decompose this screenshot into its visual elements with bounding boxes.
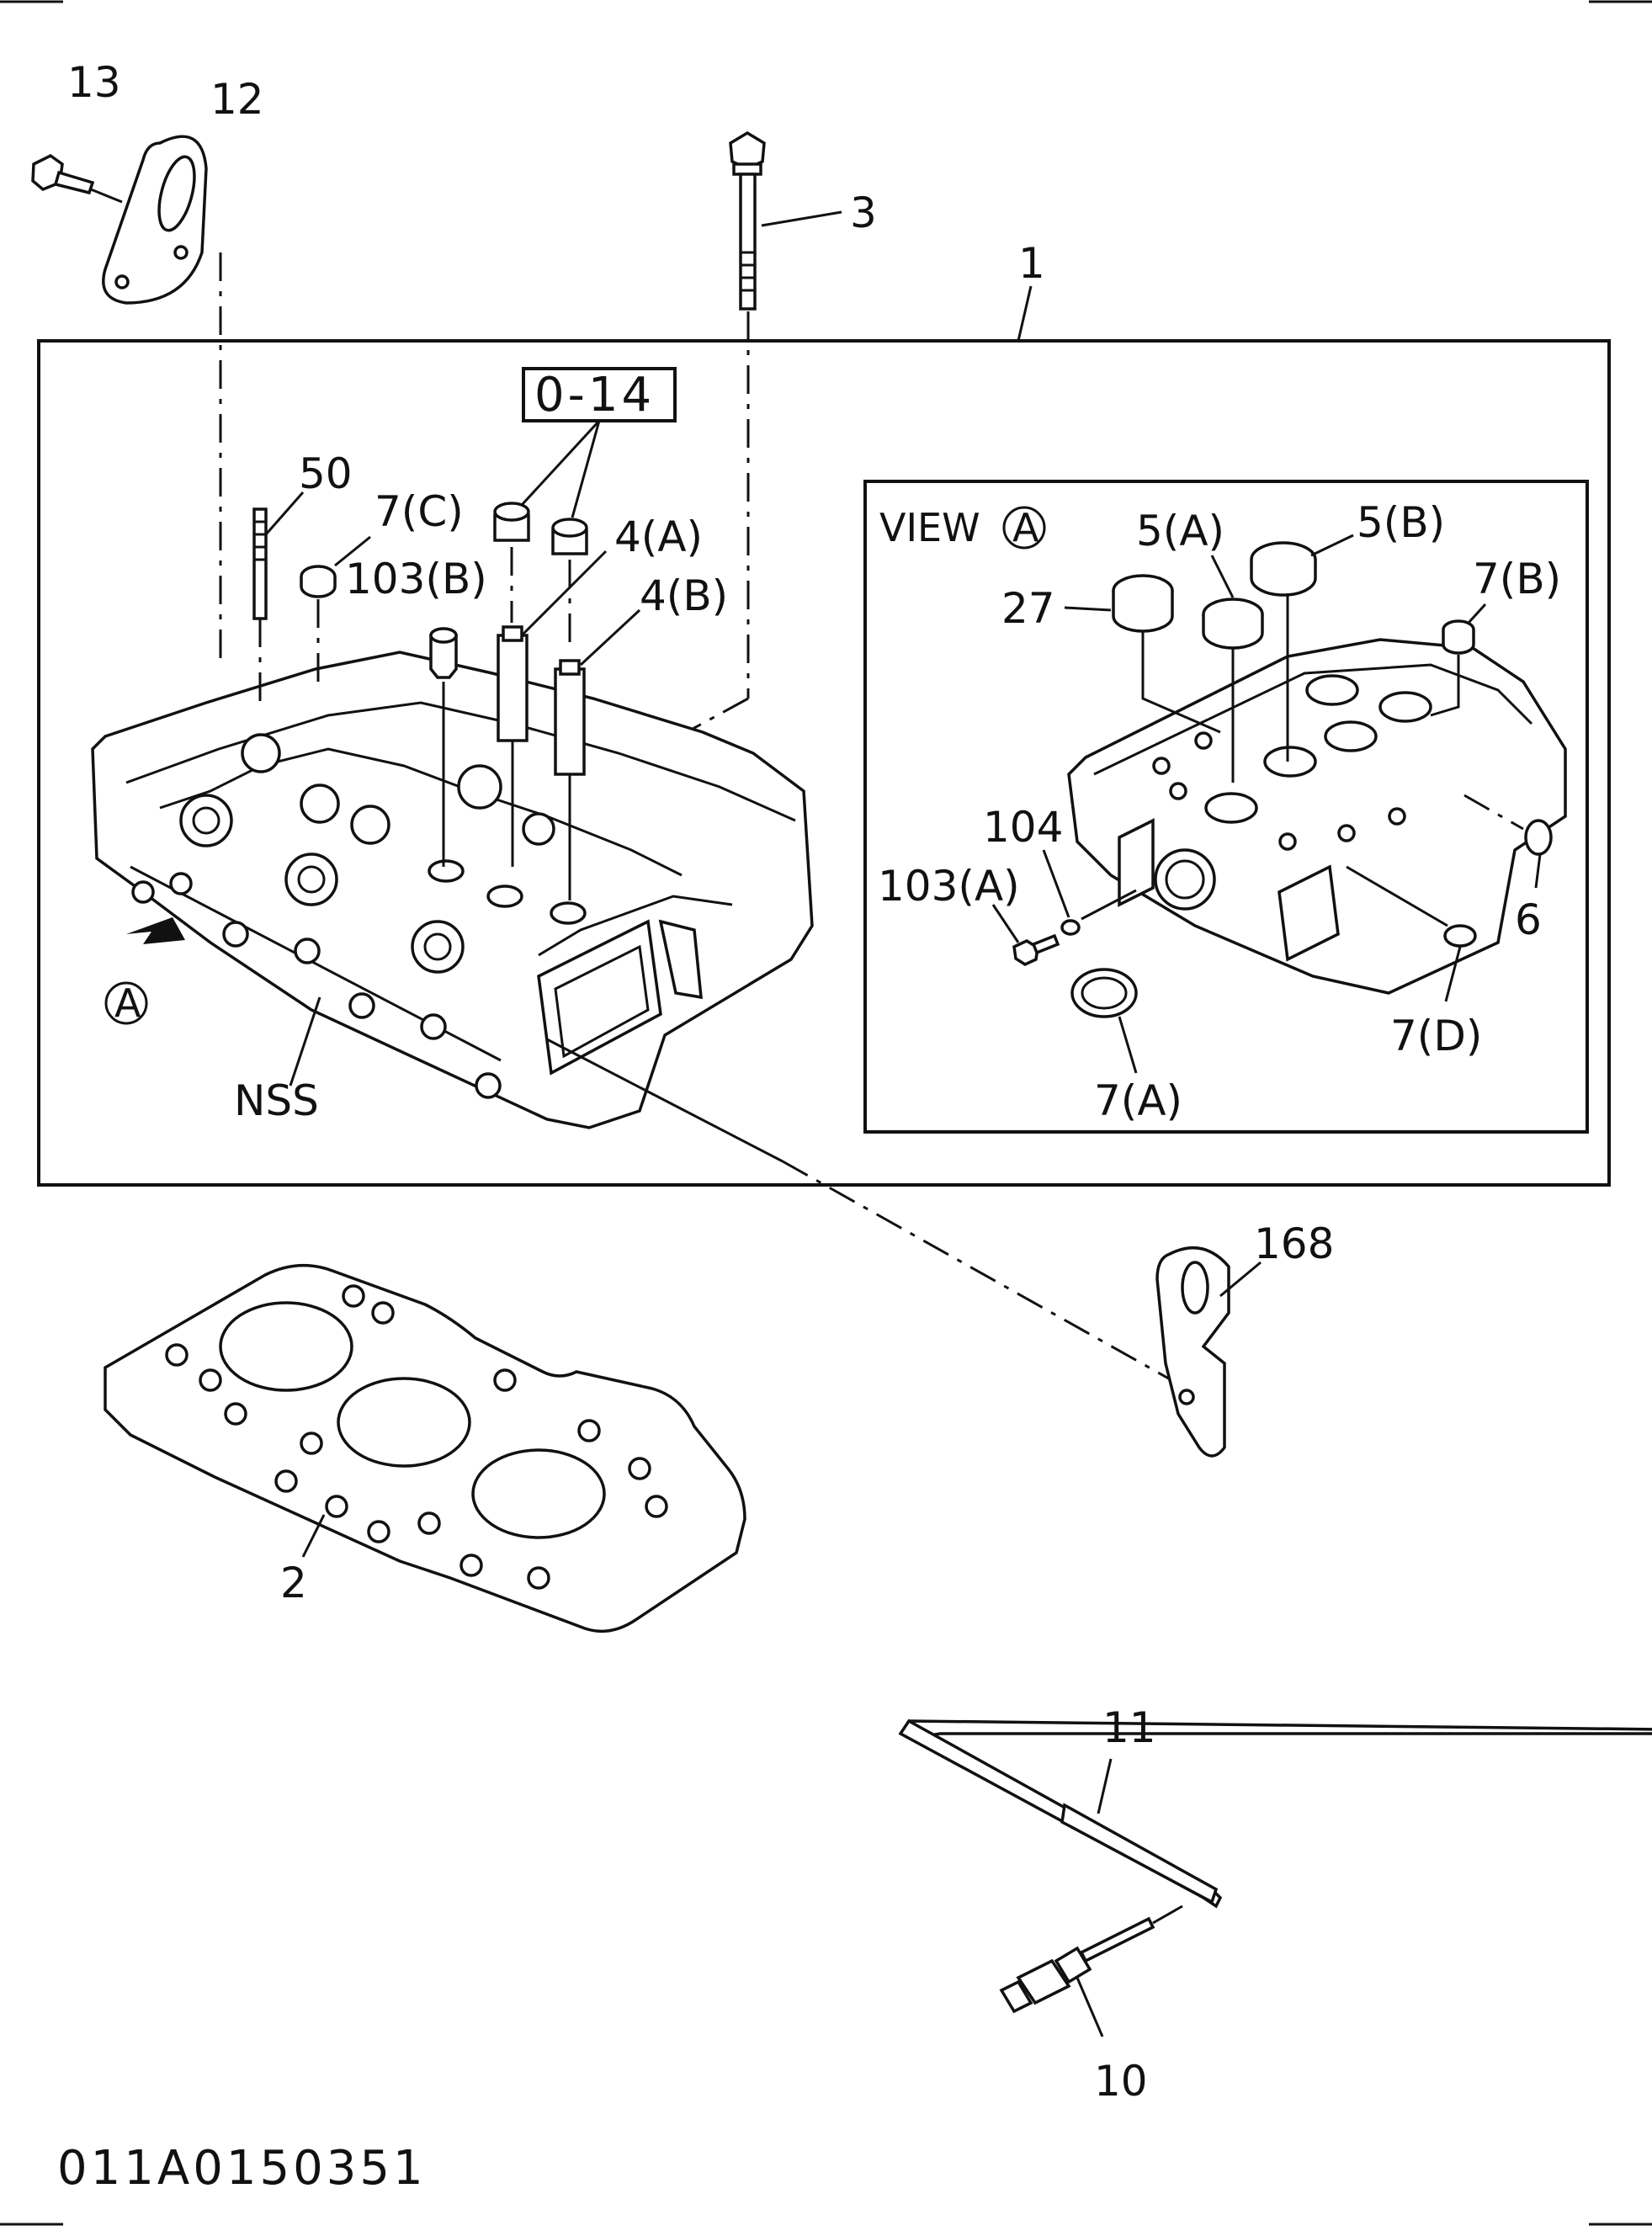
label-7d: 7(D) <box>1390 1012 1482 1060</box>
washer-104 <box>1060 919 1081 936</box>
label-27: 27 <box>1001 584 1055 633</box>
leader-6-lbl <box>1534 853 1542 889</box>
seal-7d <box>1443 924 1477 948</box>
stud-50 <box>252 507 268 620</box>
leader-014-b <box>571 420 601 518</box>
bolt-13 <box>31 153 123 204</box>
leader-168 <box>1219 1261 1262 1298</box>
assembly-frame <box>37 339 1611 1187</box>
leader-nss <box>289 996 321 1086</box>
label-nss: NSS <box>234 1076 319 1125</box>
leader-7a <box>1118 1016 1138 1074</box>
leader-168-a <box>546 1038 784 1163</box>
label-6: 6 <box>1515 895 1542 944</box>
label-50: 50 <box>299 449 353 498</box>
cylinder-head <box>91 651 814 1129</box>
valve-cap-1 <box>493 502 530 542</box>
leader-27-down <box>1141 631 1221 734</box>
seal-5b <box>1250 541 1317 597</box>
valve-guide-4a <box>497 625 529 742</box>
view-a-frame <box>863 480 1589 1134</box>
leader-1 <box>1017 285 1033 342</box>
seal-5a <box>1202 598 1264 650</box>
leader-103a <box>991 904 1020 943</box>
leader-2 <box>301 1514 326 1558</box>
label-103a: 103(A) <box>878 862 1020 911</box>
label-104: 104 <box>983 803 1063 852</box>
seal-7a <box>1070 968 1138 1018</box>
leader-6 <box>1463 794 1524 831</box>
leader-5b <box>1310 534 1354 557</box>
label-4a: 4(A) <box>614 513 703 561</box>
seal-7b <box>1442 619 1475 655</box>
label-7c: 7(C) <box>374 487 464 536</box>
plug-103b <box>429 627 458 679</box>
view-a-head <box>1067 638 1567 995</box>
plug-27 <box>1112 574 1174 633</box>
leader-4a <box>520 550 608 637</box>
label-3: 3 <box>850 189 877 237</box>
seal-7c <box>300 565 337 598</box>
view-arrow <box>126 902 185 944</box>
leader-27 <box>1064 606 1112 612</box>
label-1: 1 <box>1018 239 1045 288</box>
leader-7d <box>1444 946 1462 1002</box>
bracket-168 <box>1155 1246 1230 1458</box>
leader-7b-down <box>1430 655 1460 717</box>
leader-4b <box>579 608 641 667</box>
leader-168-b <box>782 1160 1187 1390</box>
bolt-3 <box>729 130 766 311</box>
label-view-a: VIEW <box>879 505 980 550</box>
figure-code: 011A0150351 <box>57 2141 427 2196</box>
view-a-circle <box>1002 506 1046 550</box>
label-7a: 7(A) <box>1094 1076 1182 1125</box>
label-11: 11 <box>1102 1703 1156 1752</box>
glow-plug-10 <box>999 1904 1183 2014</box>
label-4b: 4(B) <box>640 571 728 620</box>
leader-7c <box>334 535 371 567</box>
valve-guide-4b <box>554 659 586 776</box>
leader-50 <box>264 491 305 535</box>
label-10: 10 <box>1094 2057 1148 2106</box>
label-7b: 7(B) <box>1473 555 1561 603</box>
leader-7b <box>1467 603 1487 624</box>
leader-014-a <box>520 419 601 507</box>
leader-10 <box>1076 1977 1104 2037</box>
leader-5a <box>1210 555 1235 598</box>
bracket-12 <box>102 135 208 305</box>
strap-11 <box>898 1718 1652 1909</box>
valve-cap-2 <box>551 518 588 555</box>
leader-104 <box>1042 849 1070 918</box>
label-view-a-letter: A <box>1012 505 1039 550</box>
leader-104-a <box>1081 889 1137 921</box>
label-a-marker: A <box>114 980 141 1026</box>
label-168: 168 <box>1254 1219 1334 1268</box>
marker-a-circle <box>104 981 148 1025</box>
label-5b: 5(B) <box>1357 498 1445 547</box>
label-0-14: 0-14 <box>534 368 655 422</box>
plug-6 <box>1524 819 1553 856</box>
label-103b: 103(B) <box>345 555 487 603</box>
leader-7d-a <box>1346 865 1448 927</box>
head-gasket-2 <box>104 1263 746 1633</box>
leader-3 <box>761 210 842 227</box>
bolt-103a <box>1012 933 1060 966</box>
label-12: 12 <box>210 75 264 124</box>
label-5a: 5(A) <box>1136 507 1224 555</box>
leader-11 <box>1097 1758 1113 1814</box>
label-13: 13 <box>67 58 121 107</box>
label-2: 2 <box>280 1559 307 1607</box>
